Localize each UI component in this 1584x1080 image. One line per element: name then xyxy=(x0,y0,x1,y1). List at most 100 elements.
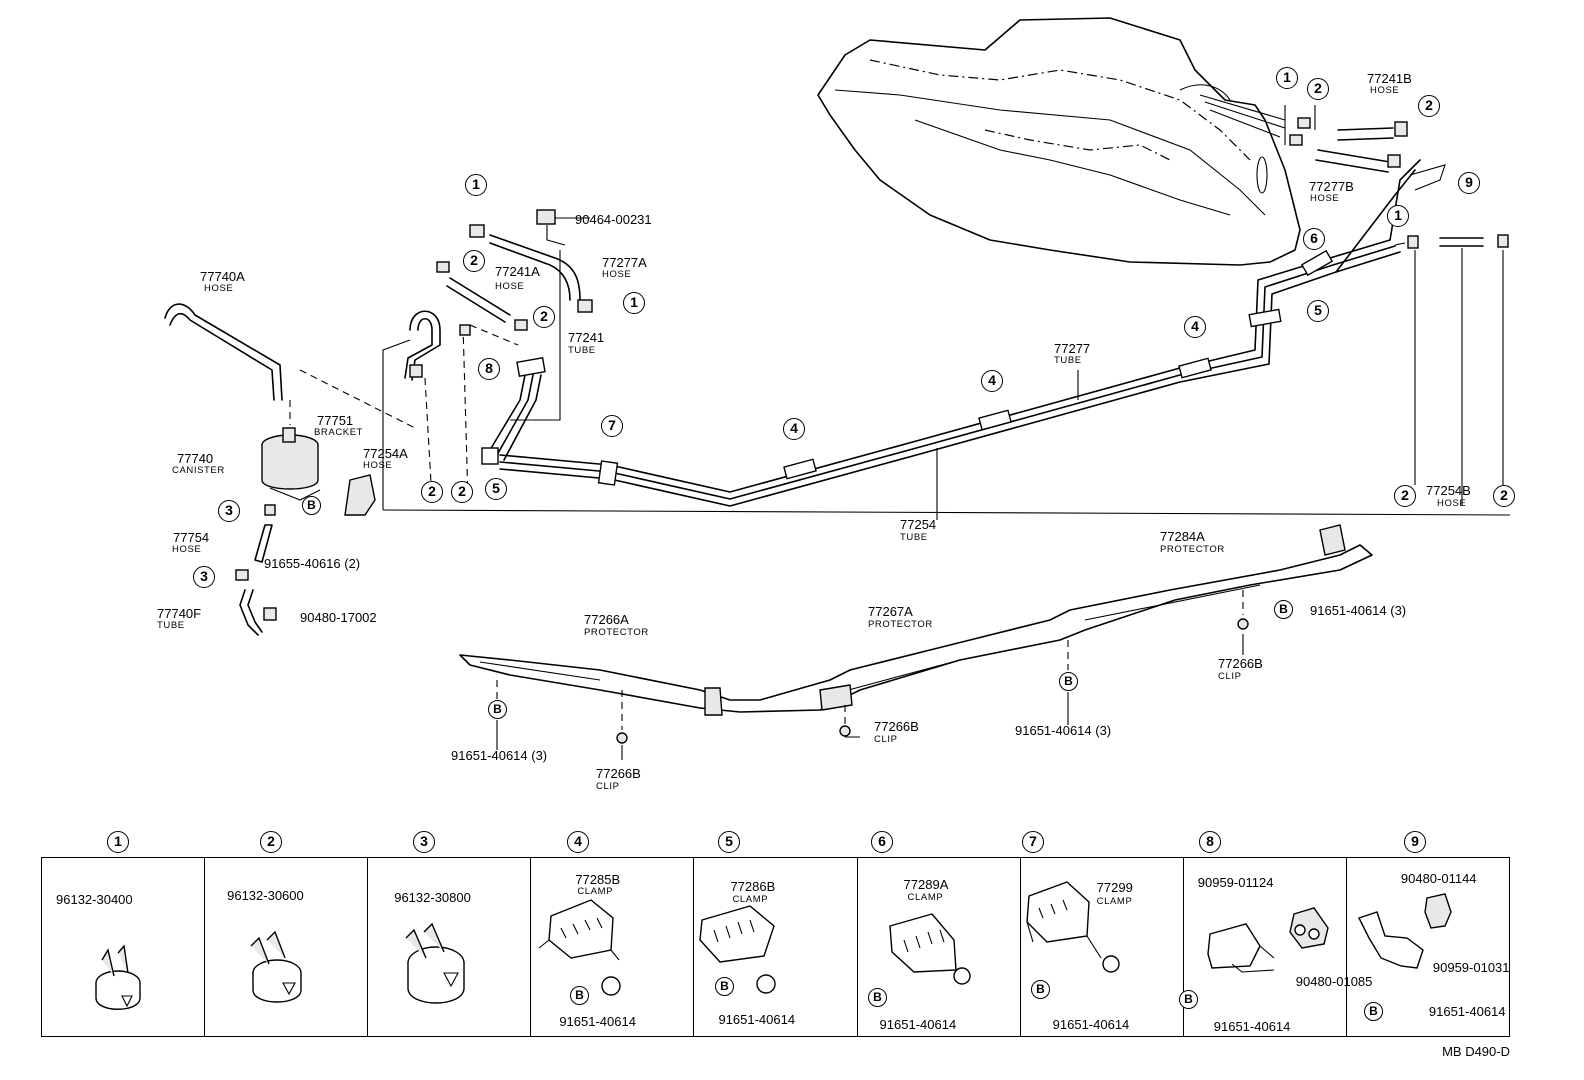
sublabel-77267A: PROTECTOR xyxy=(868,619,933,630)
bolt-b-callout: B xyxy=(488,700,507,719)
callout-2: 2 xyxy=(463,250,485,272)
label-77254B: 77254B xyxy=(1426,483,1471,498)
callout-2: 2 xyxy=(421,481,443,503)
bolt-b-callout: B xyxy=(1059,672,1078,691)
bolt-part-number: 91651-40614 xyxy=(559,1014,636,1029)
sublabel-77284A: PROTECTOR xyxy=(1160,544,1225,555)
bolt-b-callout: B xyxy=(1364,1002,1383,1021)
clamp-clip-icon xyxy=(95,944,141,1010)
fuel-tank xyxy=(817,17,1301,266)
callout-1: 1 xyxy=(623,292,645,314)
callout-1: 1 xyxy=(1276,67,1298,89)
sublabel-77740: CANISTER xyxy=(172,465,225,476)
bolt-b-callout: B xyxy=(1179,990,1198,1009)
drawing-code: MB D490-D xyxy=(1442,1044,1510,1059)
upper-hoses xyxy=(436,209,593,421)
callout-2: 2 xyxy=(1493,485,1515,507)
part-type: CLAMP xyxy=(1096,896,1133,907)
label-90464: 90464-00231 xyxy=(575,212,652,227)
part-number: 90480-01144 xyxy=(1400,871,1477,886)
tube-clamp-icon xyxy=(1025,881,1120,973)
callout-4: 4 xyxy=(981,370,1003,392)
legend-cell-5: 77286B CLAMP 91651-40614 xyxy=(693,858,856,1036)
canister-assembly xyxy=(164,303,469,636)
sublabel-77277B: HOSE xyxy=(1310,193,1340,204)
callout-6: 6 xyxy=(1303,228,1325,250)
part-number: 96132-30400 xyxy=(56,892,133,907)
legend-number-5: 5 xyxy=(718,831,740,853)
label-91651-right: 91651-40614 (3) xyxy=(1310,603,1407,618)
part-number: 77289A xyxy=(903,877,949,892)
bolt-b-callout: B xyxy=(302,496,321,515)
callout-2: 2 xyxy=(451,481,473,503)
bolt-part-number: 91651-40614 xyxy=(1428,1004,1506,1019)
tube-clamp-icon xyxy=(699,905,777,994)
callout-2: 2 xyxy=(1394,485,1416,507)
label-77740: 77740 xyxy=(177,451,214,466)
sublabel-77740A: HOSE xyxy=(204,283,234,294)
label-91651-middle: 91651-40614 (3) xyxy=(1015,723,1112,738)
leader-lines xyxy=(382,248,1511,520)
label-77740F: 77740F xyxy=(157,606,202,621)
callout-9: 9 xyxy=(1458,172,1480,194)
legend-number-2: 2 xyxy=(260,831,282,853)
protectors xyxy=(459,524,1373,760)
sublabel-77241: TUBE xyxy=(568,345,596,356)
bracket-and-cushion-icon xyxy=(1357,893,1452,969)
legend-cell-4: 77285B CLAMP 91651-40614 xyxy=(530,858,693,1036)
callout-5: 5 xyxy=(485,478,507,500)
sublabel-77266B-left: CLIP xyxy=(596,781,620,792)
callout-3: 3 xyxy=(193,566,215,588)
part-number: 96132-30600 xyxy=(227,888,304,903)
part-number: 77299 xyxy=(1096,880,1133,895)
part-type: CLAMP xyxy=(577,886,614,897)
bolt-b-callout: B xyxy=(570,986,589,1005)
sublabel-77277A: HOSE xyxy=(602,269,632,280)
bolt-b-callout: B xyxy=(1031,980,1050,999)
sublabel-77277: TUBE xyxy=(1054,355,1082,366)
part-number: 77285B xyxy=(575,872,621,887)
callout-7: 7 xyxy=(601,415,623,437)
bolt-part-number: 91651-40614 xyxy=(879,1017,957,1032)
label-77754: 77754 xyxy=(173,530,210,545)
sublabel-77254: TUBE xyxy=(900,532,928,543)
callout-2: 2 xyxy=(533,306,555,328)
tube-clamp-icon xyxy=(888,913,971,985)
label-77284A: 77284A xyxy=(1160,529,1205,544)
part-number: 90480-01085 xyxy=(1295,974,1373,989)
bolt-part-number: 91651-40614 xyxy=(1213,1019,1291,1034)
label-77241: 77241 xyxy=(568,330,605,345)
label-77751: 77751 xyxy=(317,413,354,428)
legend-cell-3: 96132-30800 xyxy=(367,858,530,1036)
label-77277: 77277 xyxy=(1054,341,1091,356)
callout-8: 8 xyxy=(478,358,500,380)
callout-1: 1 xyxy=(1387,205,1409,227)
callout-3: 3 xyxy=(218,500,240,522)
label-77266A: 77266A xyxy=(584,612,629,627)
label-77254A: 77254A xyxy=(363,446,408,461)
callout-5: 5 xyxy=(1307,300,1329,322)
part-number: 90959-01031 xyxy=(1432,960,1510,975)
label-77740A: 77740A xyxy=(200,269,245,284)
label-77277B: 77277B xyxy=(1309,179,1354,194)
label-77241A: 77241A xyxy=(495,264,540,279)
part-number: 96132-30800 xyxy=(394,890,471,905)
sublabel-77254A: HOSE xyxy=(363,460,393,471)
legend-cell-2: 96132-30600 xyxy=(204,858,367,1036)
label-91655: 91655-40616 (2) xyxy=(264,556,361,571)
legend-cell-6: 77289A CLAMP 91651-40614 xyxy=(856,858,1020,1036)
label-77266B-right: 77266B xyxy=(1218,656,1263,671)
legend-number-1: 1 xyxy=(107,831,129,853)
sublabel-77751: BRACKET xyxy=(314,427,364,438)
parts-legend-table: 96132-30400 96132-30600 96132-30800 7728… xyxy=(41,857,1510,1037)
bolt-b-callout: B xyxy=(715,977,734,996)
callout-2: 2 xyxy=(1418,95,1440,117)
bolt-part-number: 91651-40614 xyxy=(718,1012,796,1027)
part-type: CLAMP xyxy=(907,892,944,903)
part-number: 77286B xyxy=(730,879,776,894)
clamp-clip-icon xyxy=(405,922,465,1004)
label-90480-17002: 90480-17002 xyxy=(300,610,377,625)
label-77266B-left: 77266B xyxy=(596,766,641,781)
